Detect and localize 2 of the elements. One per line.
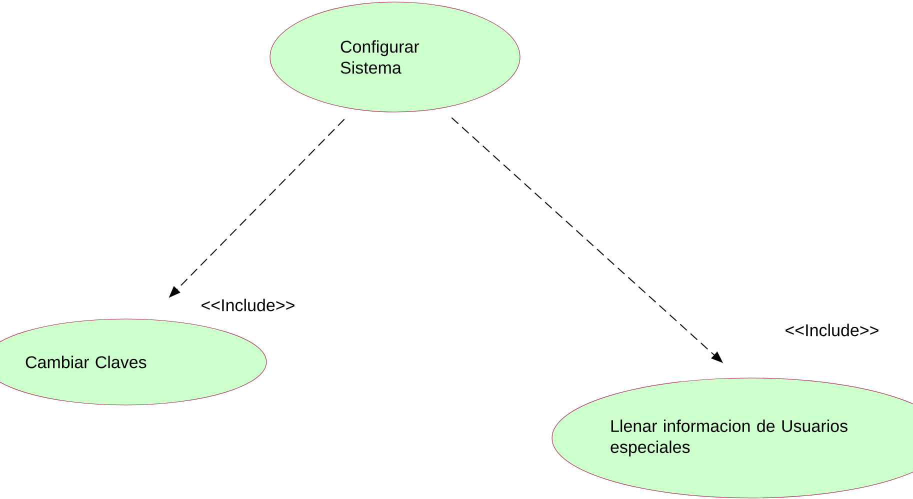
edge-label: <<Include>> [200,298,296,312]
edge-label: <<Include>> [784,322,880,338]
